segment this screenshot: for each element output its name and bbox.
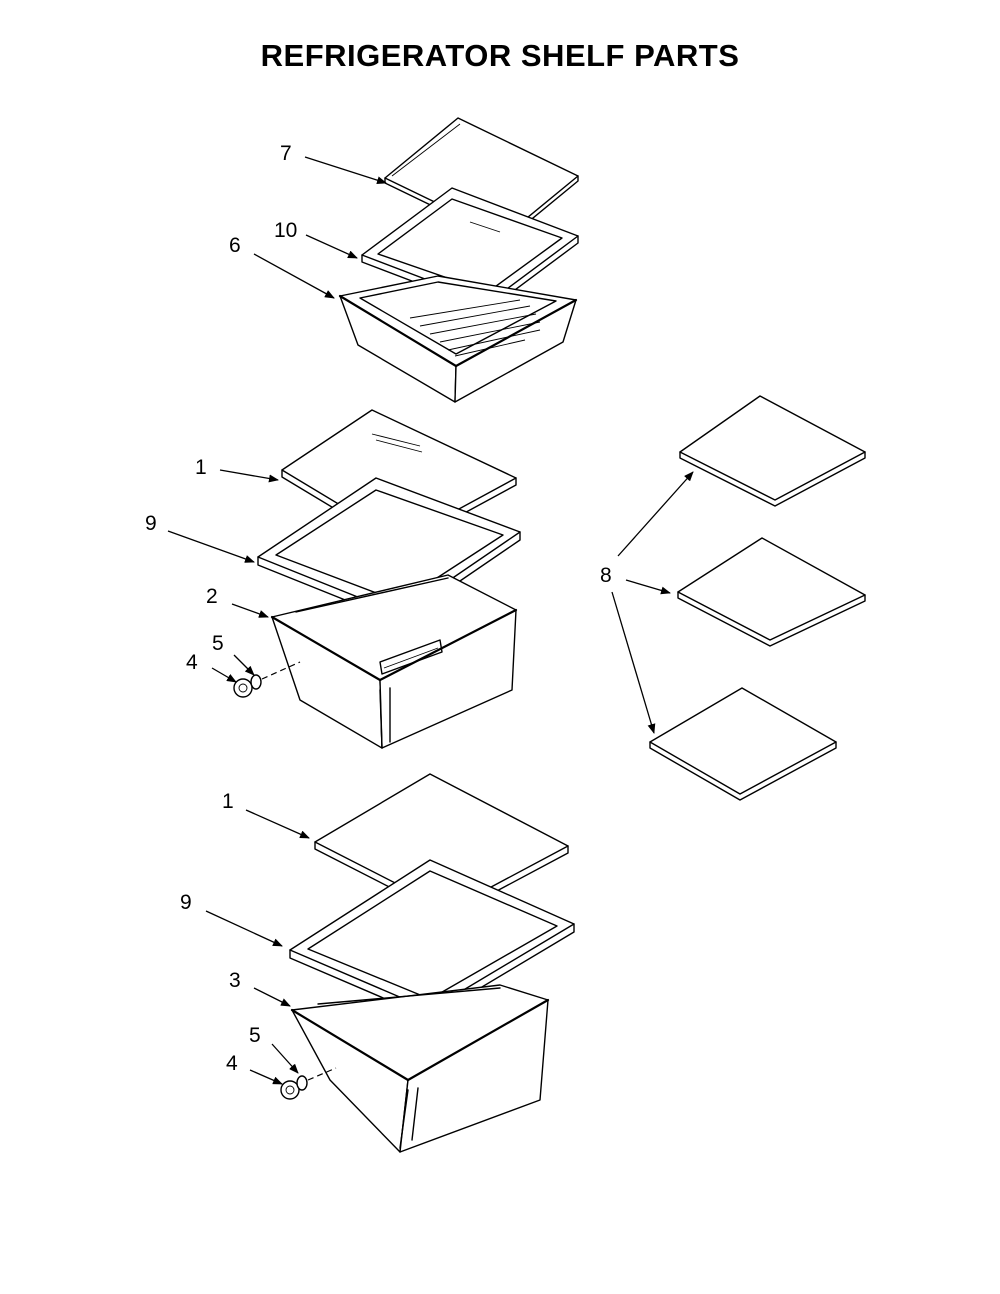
callout-8: 8: [600, 564, 612, 587]
callout-10: 10: [274, 219, 297, 242]
callout-4: 4: [226, 1052, 238, 1075]
part-2-crisper-pan[interactable]: [270, 574, 518, 749]
callout-6: 6: [229, 234, 241, 257]
part-10-crisper-frame[interactable]: [361, 187, 579, 311]
part-4-5-hinge-pin-lower[interactable]: [280, 1067, 337, 1100]
callout-1: 1: [222, 790, 234, 813]
callout-9: 9: [180, 891, 192, 914]
callout-7: 7: [280, 142, 292, 165]
callout-2: 2: [206, 585, 218, 608]
part-8-glass-shelf-b[interactable]: [677, 537, 866, 647]
part-6-crisper-pan[interactable]: [338, 275, 578, 403]
callout-9: 9: [145, 512, 157, 535]
part-4-5-hinge-pin-upper[interactable]: [233, 661, 301, 698]
part-8-glass-shelf-c[interactable]: [649, 687, 837, 801]
leader-lines: [167, 156, 694, 1085]
part-8-glass-shelf-a[interactable]: [679, 395, 866, 507]
callout-5: 5: [249, 1024, 261, 1047]
callout-1: 1: [195, 456, 207, 479]
callout-3: 3: [229, 969, 241, 992]
part-3-crisper-pan[interactable]: [290, 984, 550, 1153]
diagram-title: REFRIGERATOR SHELF PARTS: [260, 38, 740, 73]
callout-5: 5: [212, 632, 224, 655]
callout-4: 4: [186, 651, 198, 674]
